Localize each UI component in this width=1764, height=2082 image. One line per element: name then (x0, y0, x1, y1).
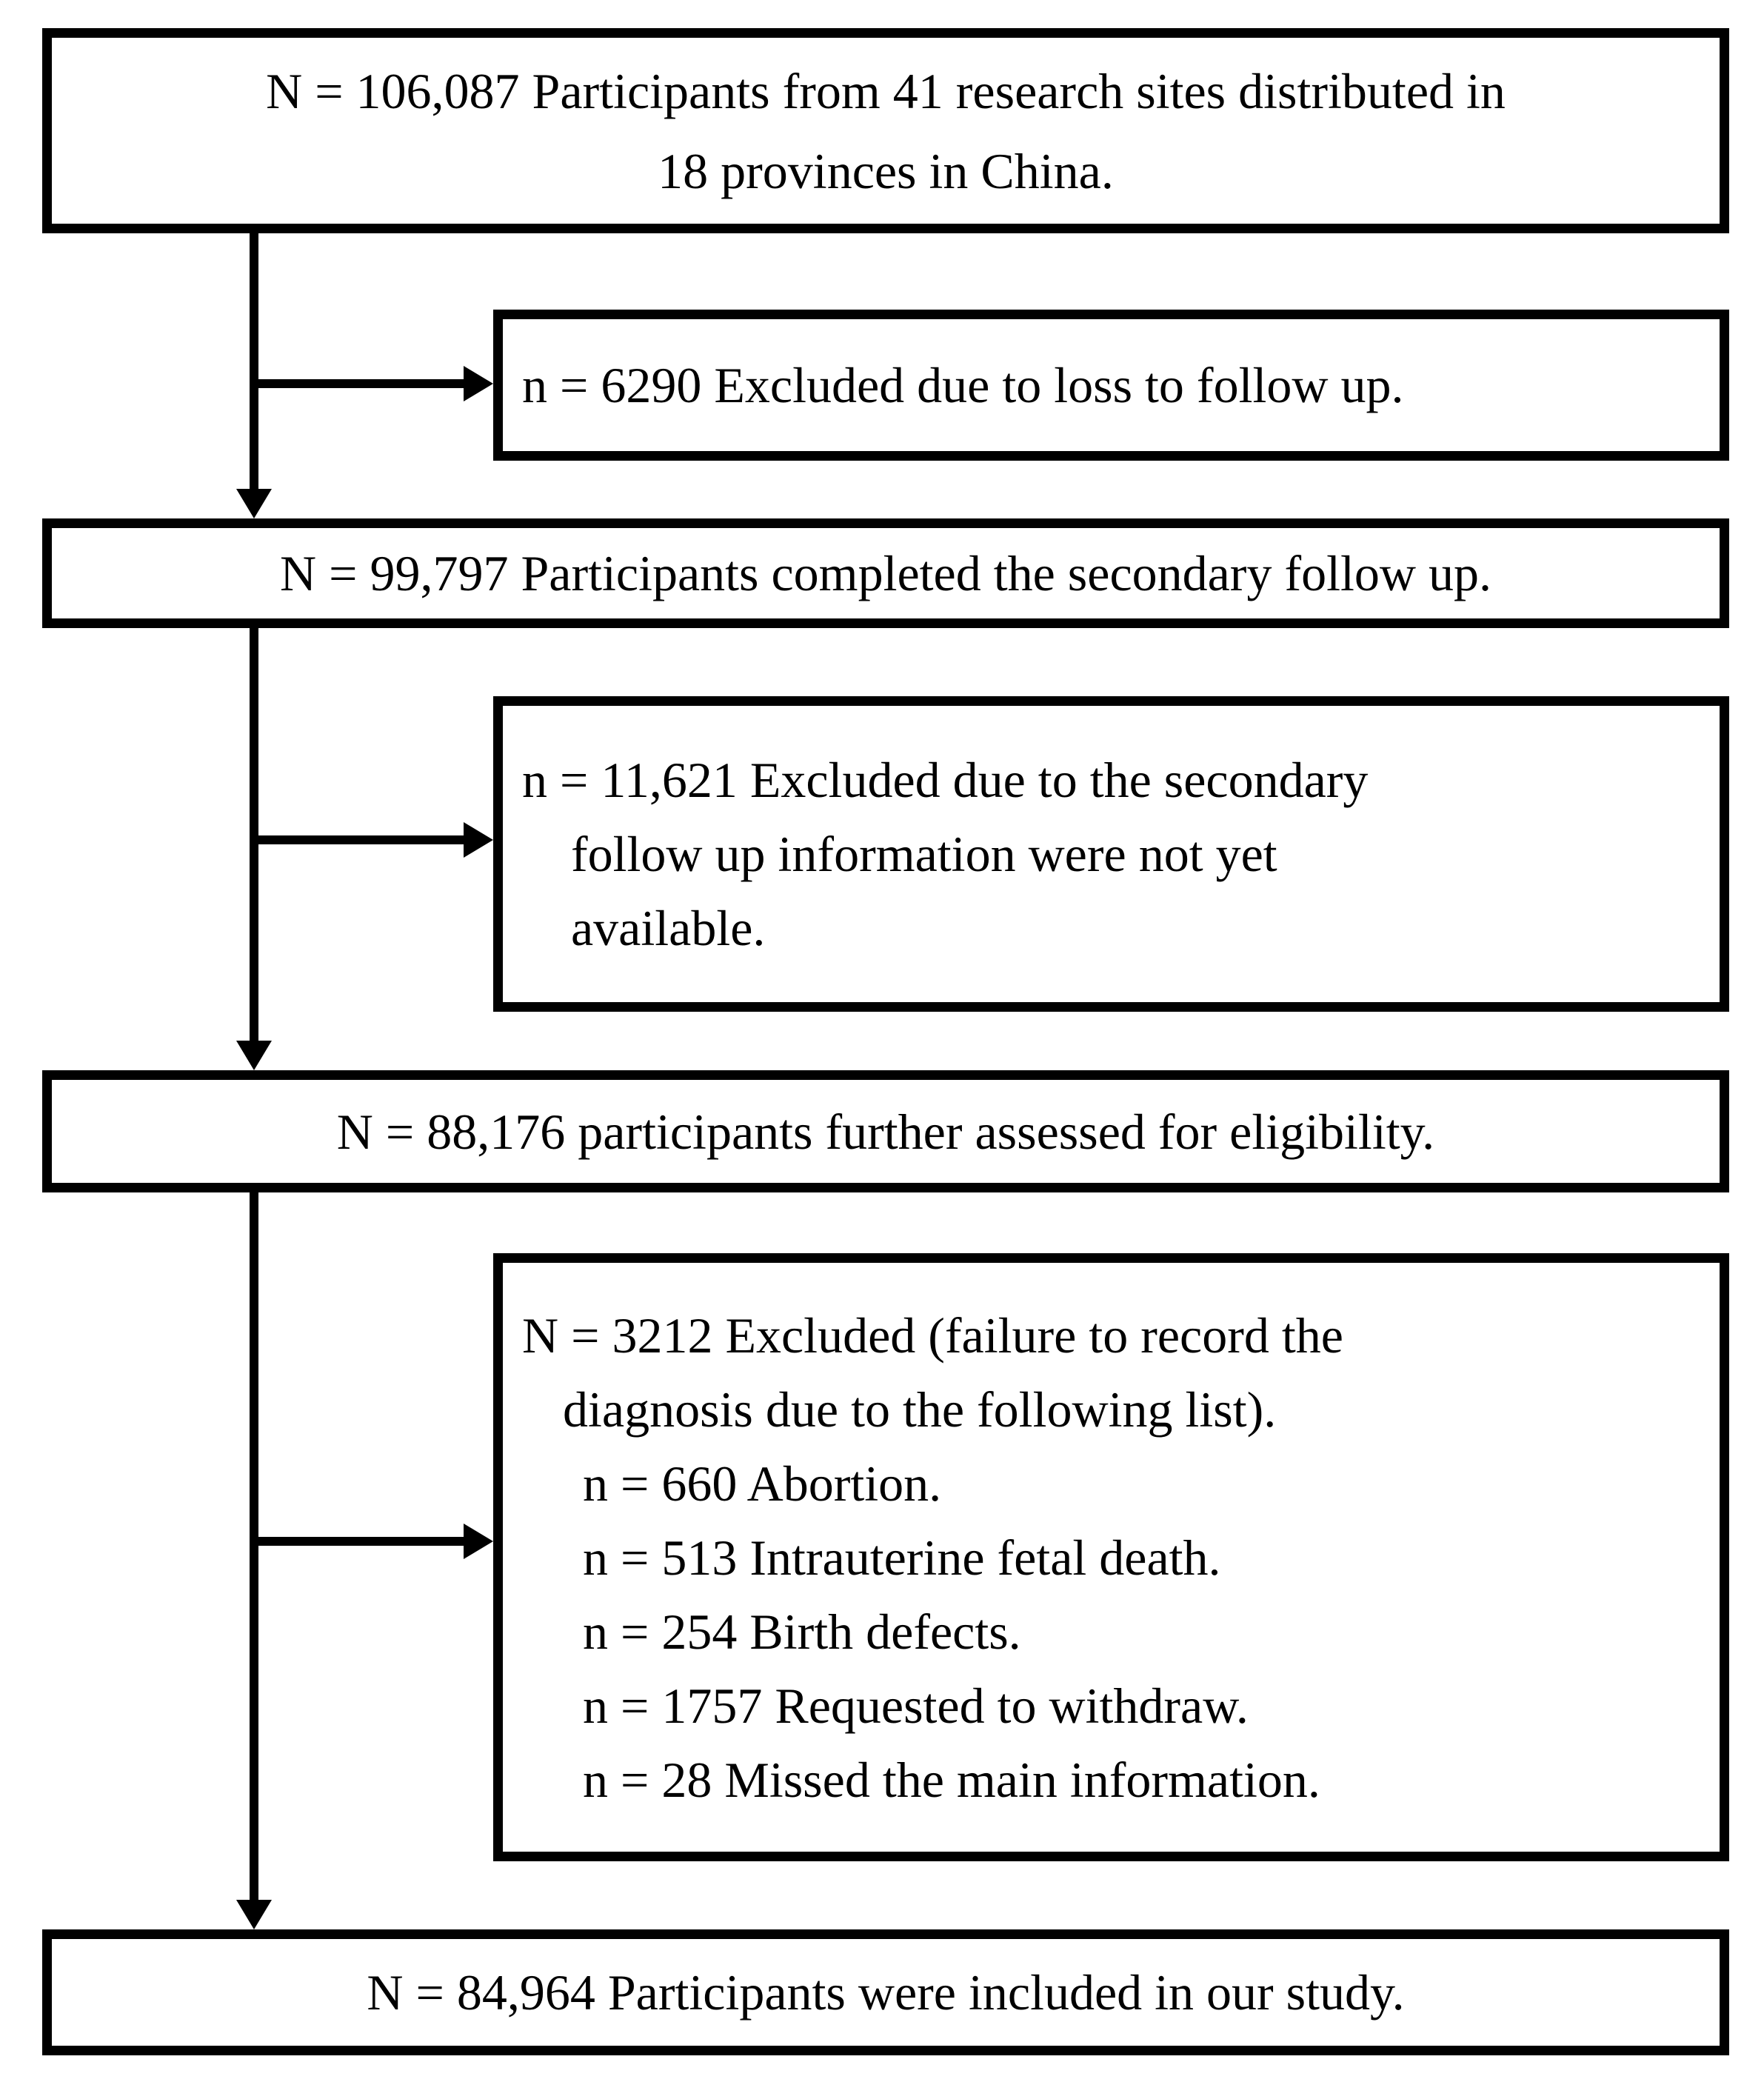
text-line: 18 provinces in China. (658, 142, 1114, 199)
connector-branch-1 (254, 379, 464, 388)
text-line: N = 3212 Excluded (failure to record the (522, 1307, 1343, 1364)
text-line: n = 254 Birth defects. (583, 1603, 1021, 1660)
text-line: diagnosis due to the following list). (563, 1381, 1277, 1438)
arrowhead-down-2 (236, 1041, 272, 1070)
box-total-participants: N = 106,087 Participants from 41 researc… (42, 28, 1729, 233)
arrowhead-right-3 (464, 1524, 493, 1559)
text-line: available. (571, 900, 766, 956)
text-line: N = 99,797 Participants completed the se… (280, 545, 1491, 601)
arrowhead-right-2 (464, 822, 493, 858)
connector-down-2 (250, 628, 258, 1042)
box-included-study: N = 84,964 Participants were included in… (42, 1929, 1729, 2055)
text-line: n = 28 Missed the main information. (583, 1751, 1320, 1808)
text-line: n = 1757 Requested to withdraw. (583, 1677, 1249, 1734)
text-line: n = 6290 Excluded due to loss to follow … (522, 357, 1404, 413)
text-line: N = 84,964 Participants were included in… (367, 1964, 1405, 2021)
connector-down-3 (250, 1192, 258, 1900)
box-excluded-secondary-unavailable: n = 11,621 Excluded due to the secondary… (493, 696, 1729, 1012)
connector-down-1 (250, 232, 258, 490)
text-line: n = 513 Intrauterine fetal death. (583, 1529, 1221, 1586)
box-excluded-diagnosis: N = 3212 Excluded (failure to record the… (493, 1253, 1729, 1861)
connector-branch-3 (254, 1537, 464, 1546)
arrowhead-down-1 (236, 489, 272, 518)
arrowhead-down-3 (236, 1900, 272, 1929)
text-line: n = 660 Abortion. (583, 1455, 942, 1512)
arrowhead-right-1 (464, 366, 493, 401)
box-completed-secondary-followup: N = 99,797 Participants completed the se… (42, 518, 1729, 628)
box-assessed-eligibility: N = 88,176 participants further assessed… (42, 1070, 1729, 1192)
text-line: n = 11,621 Excluded due to the secondary (522, 752, 1369, 808)
box-excluded-loss-followup: n = 6290 Excluded due to loss to follow … (493, 310, 1729, 461)
connector-branch-2 (254, 835, 464, 844)
text-line: N = 106,087 Participants from 41 researc… (266, 62, 1506, 119)
text-line: N = 88,176 participants further assessed… (336, 1103, 1435, 1160)
text-line: follow up information were not yet (571, 826, 1277, 882)
